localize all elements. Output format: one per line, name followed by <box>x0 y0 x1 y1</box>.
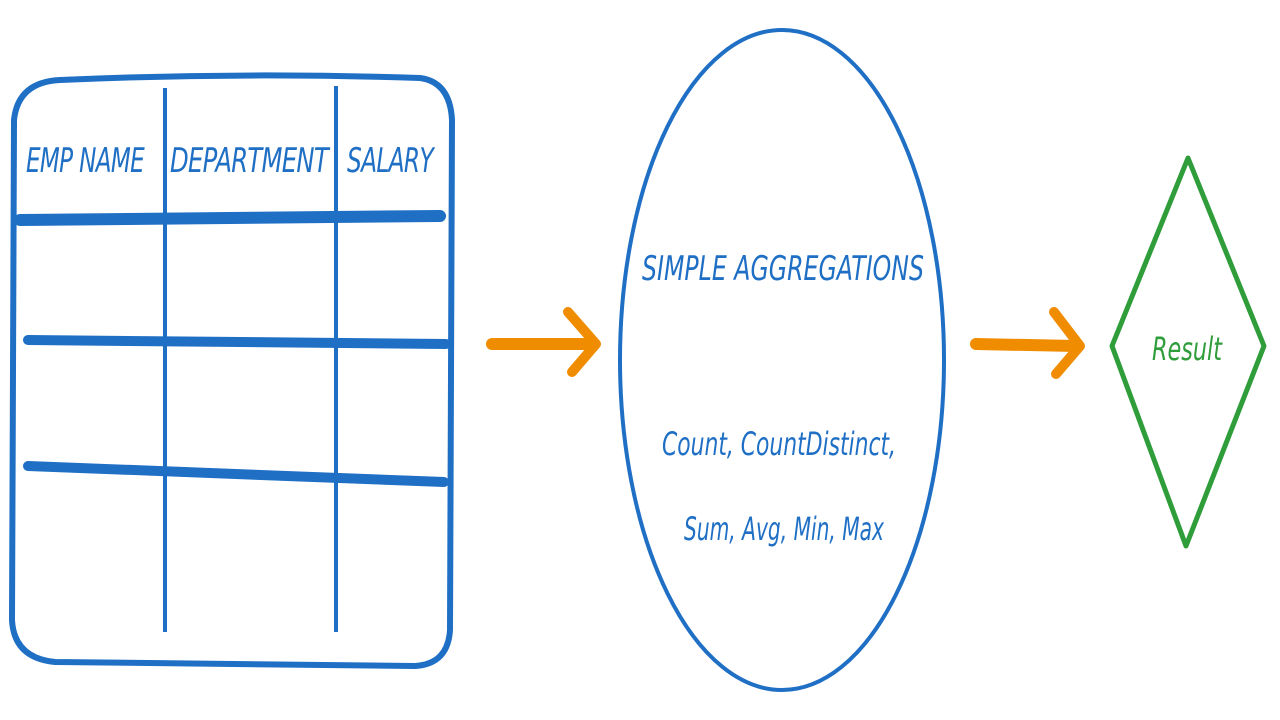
result-diamond <box>1109 155 1267 549</box>
result-node: Result <box>1109 155 1267 549</box>
table-border <box>9 72 455 669</box>
employee-table: EMP NAME DEPARTMENT SALARY <box>9 72 455 669</box>
row-divider-2 <box>23 461 449 487</box>
aggregation-process: SIMPLE AGGREGATIONS Count, CountDistinct… <box>618 28 946 692</box>
header-salary: SALARY <box>347 141 435 181</box>
header-underline <box>14 210 446 226</box>
result-label: Result <box>1152 330 1223 368</box>
process-circle <box>618 28 946 692</box>
header-department: DEPARTMENT <box>170 141 330 181</box>
header-emp-name: EMP NAME <box>26 141 145 181</box>
arrow-to-result <box>970 307 1085 379</box>
arrow-to-aggregations <box>486 307 601 377</box>
process-functions-line1: Count, CountDistinct, <box>662 425 896 463</box>
process-functions-line2: Sum, Avg, Min, Max <box>684 510 885 548</box>
row-divider-1 <box>23 335 451 349</box>
process-title: SIMPLE AGGREGATIONS <box>642 249 924 289</box>
